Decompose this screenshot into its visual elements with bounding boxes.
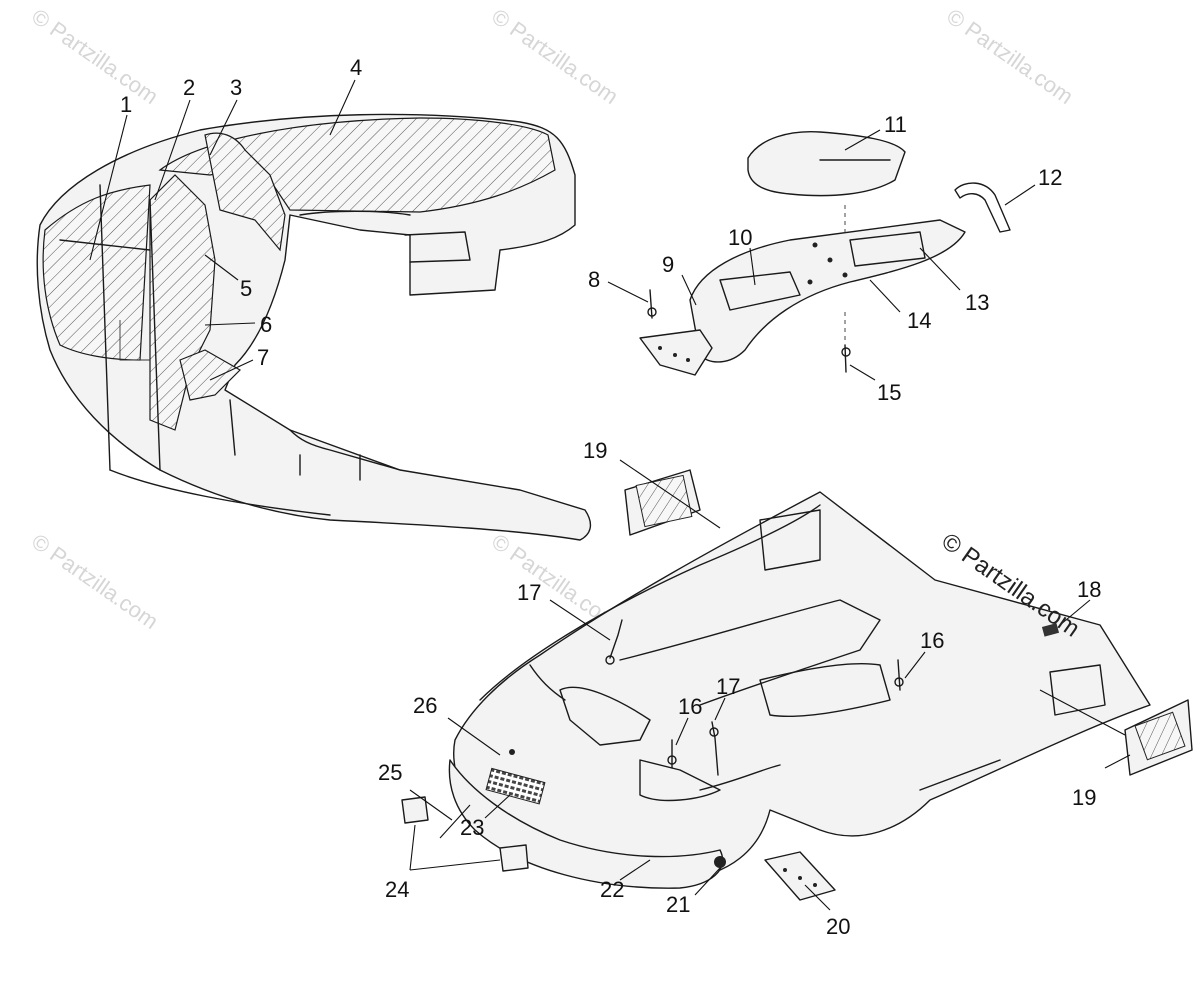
watermark-text: © Partzilla.com bbox=[27, 529, 163, 635]
callout-19a: 19 bbox=[583, 438, 607, 463]
callout-26: 26 bbox=[413, 693, 437, 718]
callout-23: 23 bbox=[460, 815, 484, 840]
vent-left bbox=[624, 469, 701, 536]
callout-9: 9 bbox=[662, 252, 674, 277]
decal-plate-lower bbox=[499, 844, 529, 872]
console-opening-right bbox=[849, 231, 926, 267]
callout-6: 6 bbox=[260, 312, 272, 337]
watermark-text: © Partzilla.com bbox=[942, 4, 1078, 110]
callout-8: 8 bbox=[588, 267, 600, 292]
callout-19b: 19 bbox=[1072, 785, 1096, 810]
vent-right bbox=[1124, 699, 1193, 776]
callout-20: 20 bbox=[826, 914, 850, 939]
callout-10: 10 bbox=[728, 225, 752, 250]
callout-11: 11 bbox=[884, 112, 907, 137]
watermark-text: © Partzilla.com bbox=[487, 4, 623, 110]
console-opening-left bbox=[719, 271, 801, 311]
clip bbox=[954, 182, 1011, 233]
hood-assembly bbox=[36, 113, 592, 541]
callout-18: 18 bbox=[1077, 577, 1101, 602]
callout-3: 3 bbox=[230, 75, 242, 100]
callout-15: 15 bbox=[877, 380, 901, 405]
callout-7: 7 bbox=[257, 345, 269, 370]
hood-body bbox=[448, 491, 1151, 889]
callout-17b: 17 bbox=[716, 674, 740, 699]
callout-17a: 17 bbox=[517, 580, 541, 605]
callout-14: 14 bbox=[907, 308, 931, 333]
leader-lines bbox=[89, 79, 1131, 911]
nose-grille bbox=[485, 767, 546, 805]
callout-21: 21 bbox=[666, 892, 690, 917]
mount-plate bbox=[639, 329, 713, 376]
callout-13: 13 bbox=[965, 290, 989, 315]
callout-4: 4 bbox=[350, 55, 362, 80]
callout-24: 24 bbox=[385, 877, 409, 902]
callout-5: 5 bbox=[240, 276, 252, 301]
callout-25: 25 bbox=[378, 760, 402, 785]
callout-16b: 16 bbox=[678, 694, 702, 719]
callout-2: 2 bbox=[183, 75, 195, 100]
console-assembly bbox=[639, 131, 1011, 376]
console-cover bbox=[747, 131, 906, 197]
callout-12: 12 bbox=[1038, 165, 1062, 190]
callout-labels: 1 2 3 4 5 6 7 8 9 10 11 12 13 14 15 16 1… bbox=[120, 55, 1101, 939]
watermark-text: © Partzilla.com bbox=[27, 4, 163, 110]
callout-16a: 16 bbox=[920, 628, 944, 653]
callout-22: 22 bbox=[600, 877, 624, 902]
decal-plate-upper bbox=[401, 796, 429, 824]
callout-1: 1 bbox=[120, 92, 132, 117]
